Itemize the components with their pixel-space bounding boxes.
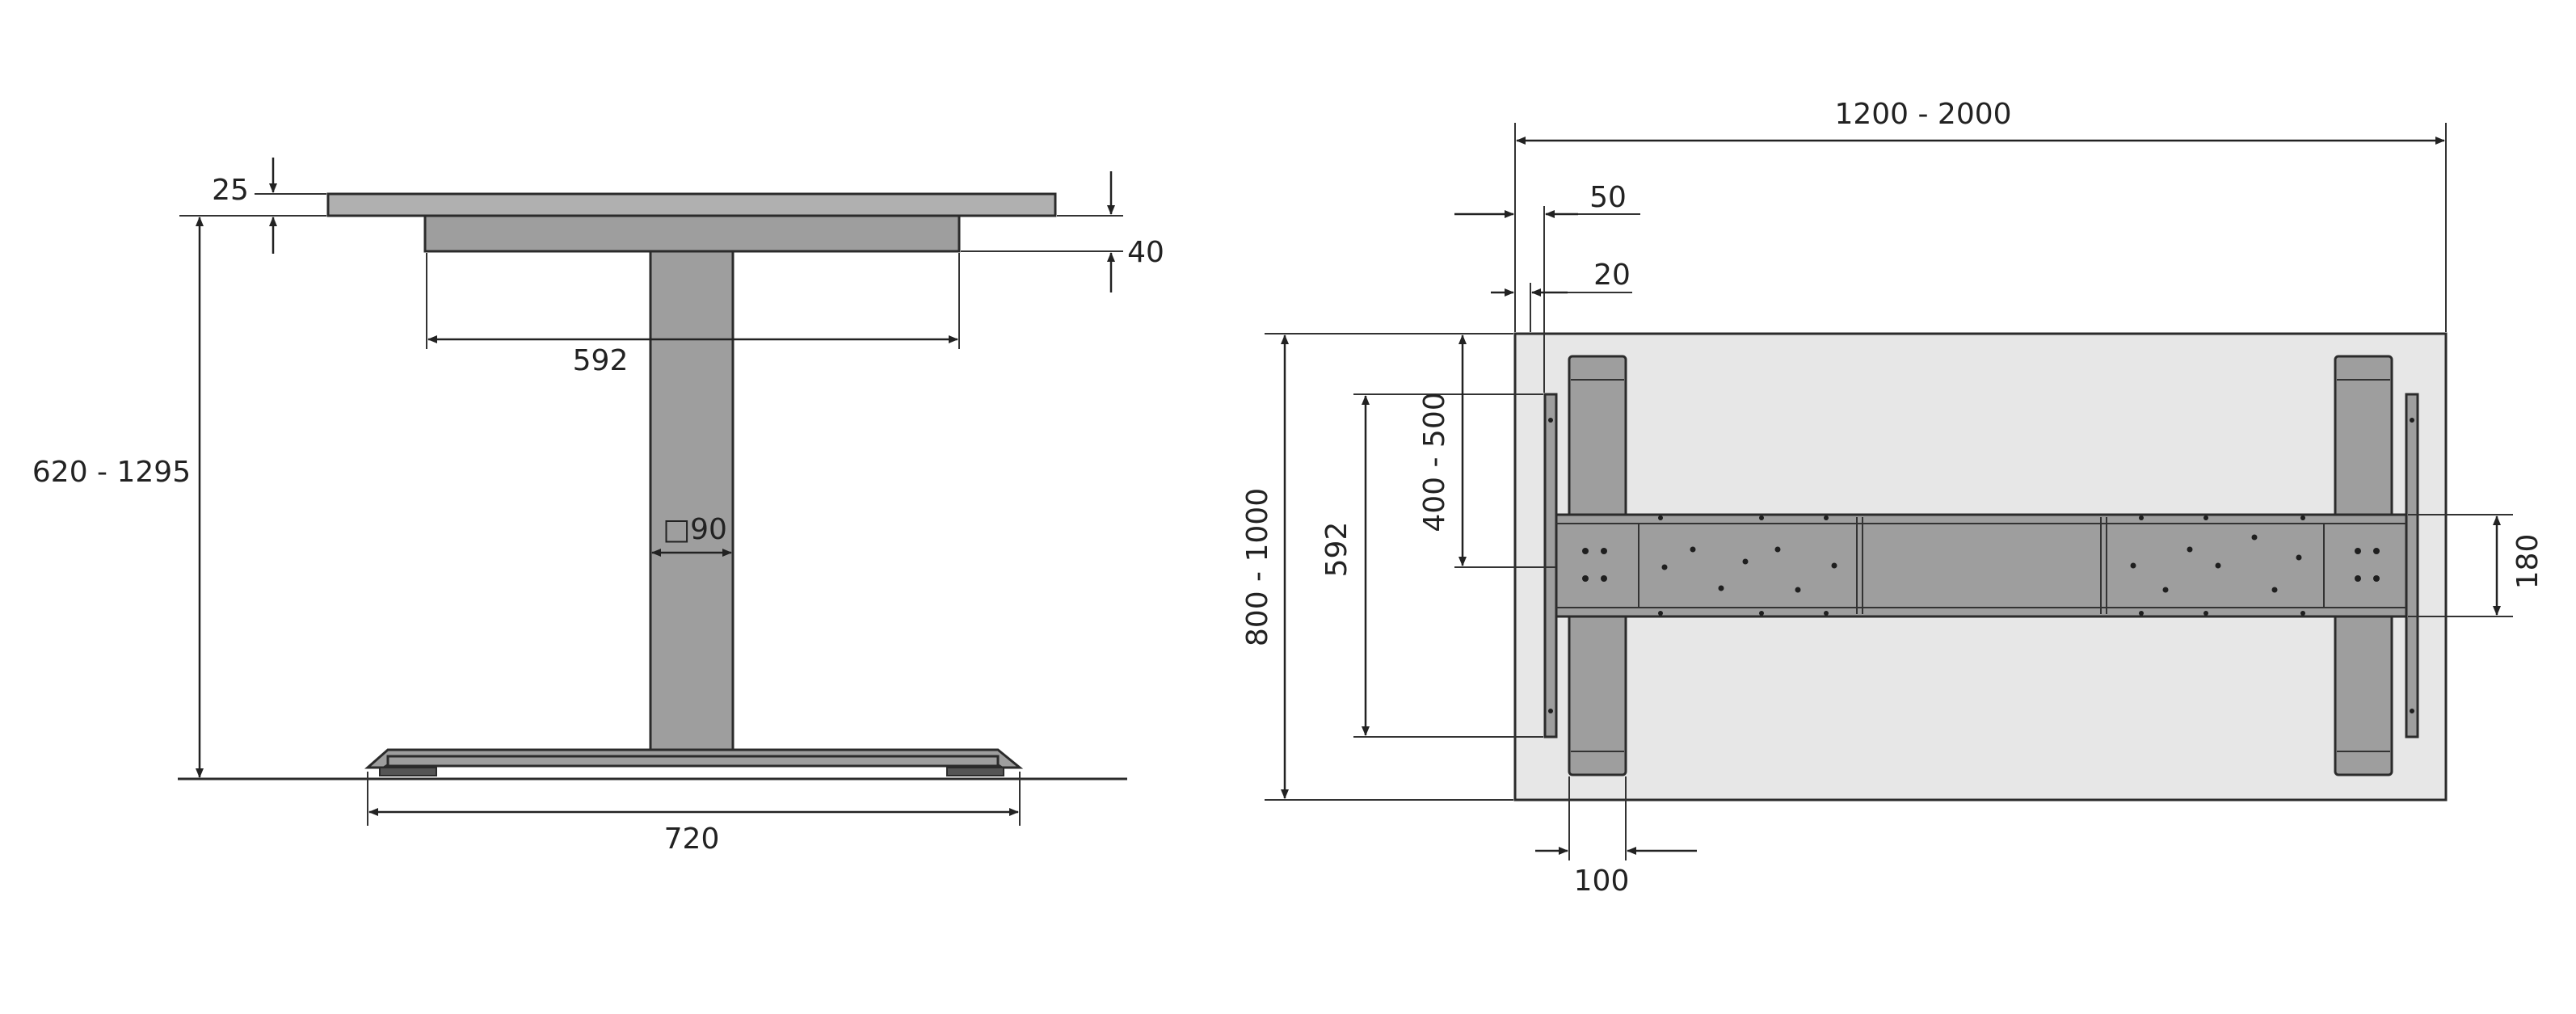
dim-top-thickness: 25 <box>179 158 326 254</box>
side-glide-left <box>379 767 437 776</box>
dim-foot-length: 720 <box>367 772 1021 856</box>
dim-foot-offset-range: 400 - 500 <box>1418 334 1555 568</box>
side-frame <box>423 214 961 253</box>
dim-label-length-range: 1200 - 2000 <box>1834 98 2011 131</box>
dim-label-offset-20: 20 <box>1593 259 1631 292</box>
dim-label-frame-width: 592 <box>573 344 629 377</box>
dim-label-frame-depth: 592 <box>1320 522 1353 578</box>
plan-crossbeam <box>1555 513 2408 618</box>
plan-holes <box>1548 418 2414 713</box>
dim-label-foot-length: 720 <box>664 823 720 856</box>
dim-height-range: 620 - 1295 <box>32 217 204 778</box>
dim-label-offset-50: 50 <box>1589 181 1627 214</box>
dim-foot-width: 100 <box>1535 776 1697 898</box>
dim-label-height-range: 620 - 1295 <box>32 456 191 489</box>
dim-offset-20: 20 <box>1491 259 1632 332</box>
dim-frame-depth: 592 <box>1320 393 1543 738</box>
side-foot-bar <box>386 755 1000 768</box>
dim-label-depth-range: 800 - 1000 <box>1241 488 1274 646</box>
dim-label-foot-offset-range: 400 - 500 <box>1418 392 1451 532</box>
dim-label-column-section: □90 <box>663 513 727 546</box>
side-tabletop <box>326 192 1057 217</box>
dim-beam-height: 180 <box>2408 514 2544 617</box>
dim-label-beam-height: 180 <box>2511 534 2544 590</box>
dim-frame-width: 592 <box>426 253 960 377</box>
side-glide-right <box>946 767 1004 776</box>
dim-offset-50: 50 <box>1454 181 1640 393</box>
dim-label-frame-height: 40 <box>1127 236 1164 269</box>
plan-rail-right <box>2405 393 2419 738</box>
top-view: 1200 - 2000 50 20 800 - 1000 <box>1241 98 2544 898</box>
dim-column-section: □90 <box>651 513 732 557</box>
dim-length-range: 1200 - 2000 <box>1514 98 2447 332</box>
dim-depth-range: 800 - 1000 <box>1241 333 1513 801</box>
dim-label-top-thickness: 25 <box>212 174 249 207</box>
dim-frame-height: 40 <box>961 171 1164 292</box>
plan-rail-left <box>1543 393 1558 738</box>
dim-label-foot-width: 100 <box>1574 865 1630 898</box>
side-column <box>649 250 734 751</box>
side-view: 25 40 592 □90 620 - 1295 <box>32 158 1164 856</box>
